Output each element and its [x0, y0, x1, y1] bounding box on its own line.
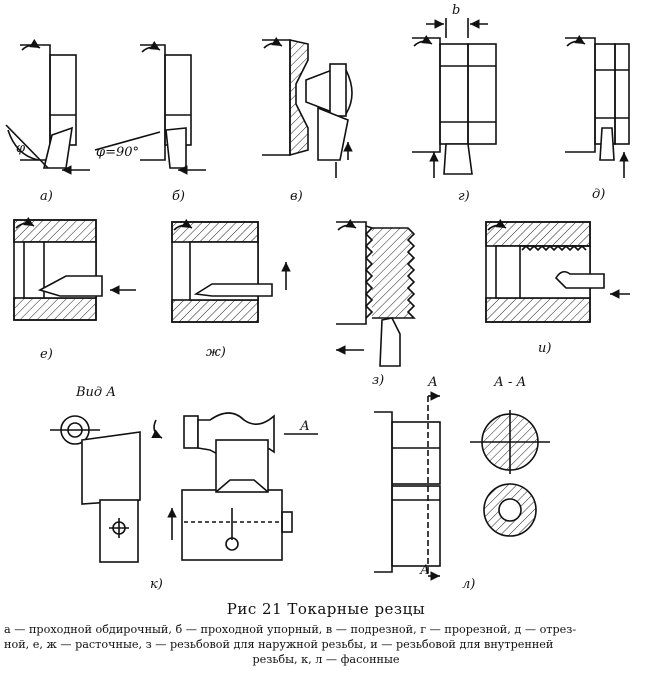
diagram-zh	[171, 218, 291, 323]
label-e: е)	[40, 347, 53, 362]
label-l: л)	[462, 577, 475, 592]
label-i: и)	[538, 341, 551, 356]
caption-line-3: резьбы, к, л — фасонные	[252, 653, 400, 666]
diagram-k-view-a	[50, 415, 141, 563]
annotation-section-a-top: А	[427, 375, 438, 390]
diagram-b	[94, 40, 206, 175]
diagram-l	[374, 391, 550, 581]
label-g: г)	[458, 189, 470, 204]
annotation-arrow-a: А	[299, 419, 310, 434]
annotation-vid-a: Вид А	[75, 385, 116, 400]
diagram-v	[262, 36, 353, 178]
annotation-phi-90: φ=90°	[96, 145, 139, 160]
label-a: а)	[40, 189, 53, 204]
diagram-d	[565, 34, 630, 178]
caption-title: Рис 21 Токарные резцы	[226, 600, 426, 618]
label-v: в)	[290, 189, 303, 204]
caption-line-1: а — проходной обдирочный, б — проходной …	[4, 623, 577, 636]
annotation-section-a-bottom: А	[419, 563, 430, 578]
label-b: б)	[172, 189, 185, 204]
diagram-k-side	[151, 412, 318, 561]
label-k: к)	[150, 577, 163, 592]
diagram-i	[485, 218, 630, 323]
turning-tools-figure: а) б) в) г) д) е) ж) з) и) к) л) φ φ=90°…	[5, 3, 630, 592]
label-zh: ж)	[206, 345, 226, 360]
diagram-z	[336, 218, 416, 367]
diagram-e	[13, 216, 136, 321]
caption-line-2: ной, е, ж — расточные, з — резьбовой для…	[4, 638, 554, 651]
annotation-phi: φ	[16, 141, 26, 156]
annotation-b: b	[452, 3, 460, 18]
annotation-section-aa: А - А	[493, 375, 526, 390]
label-z: з)	[372, 373, 384, 388]
caption-body: а — проходной обдирочный, б — проходной …	[4, 622, 648, 667]
label-d: д)	[592, 187, 605, 202]
diagram-a	[5, 38, 90, 175]
diagram-g	[412, 18, 497, 178]
